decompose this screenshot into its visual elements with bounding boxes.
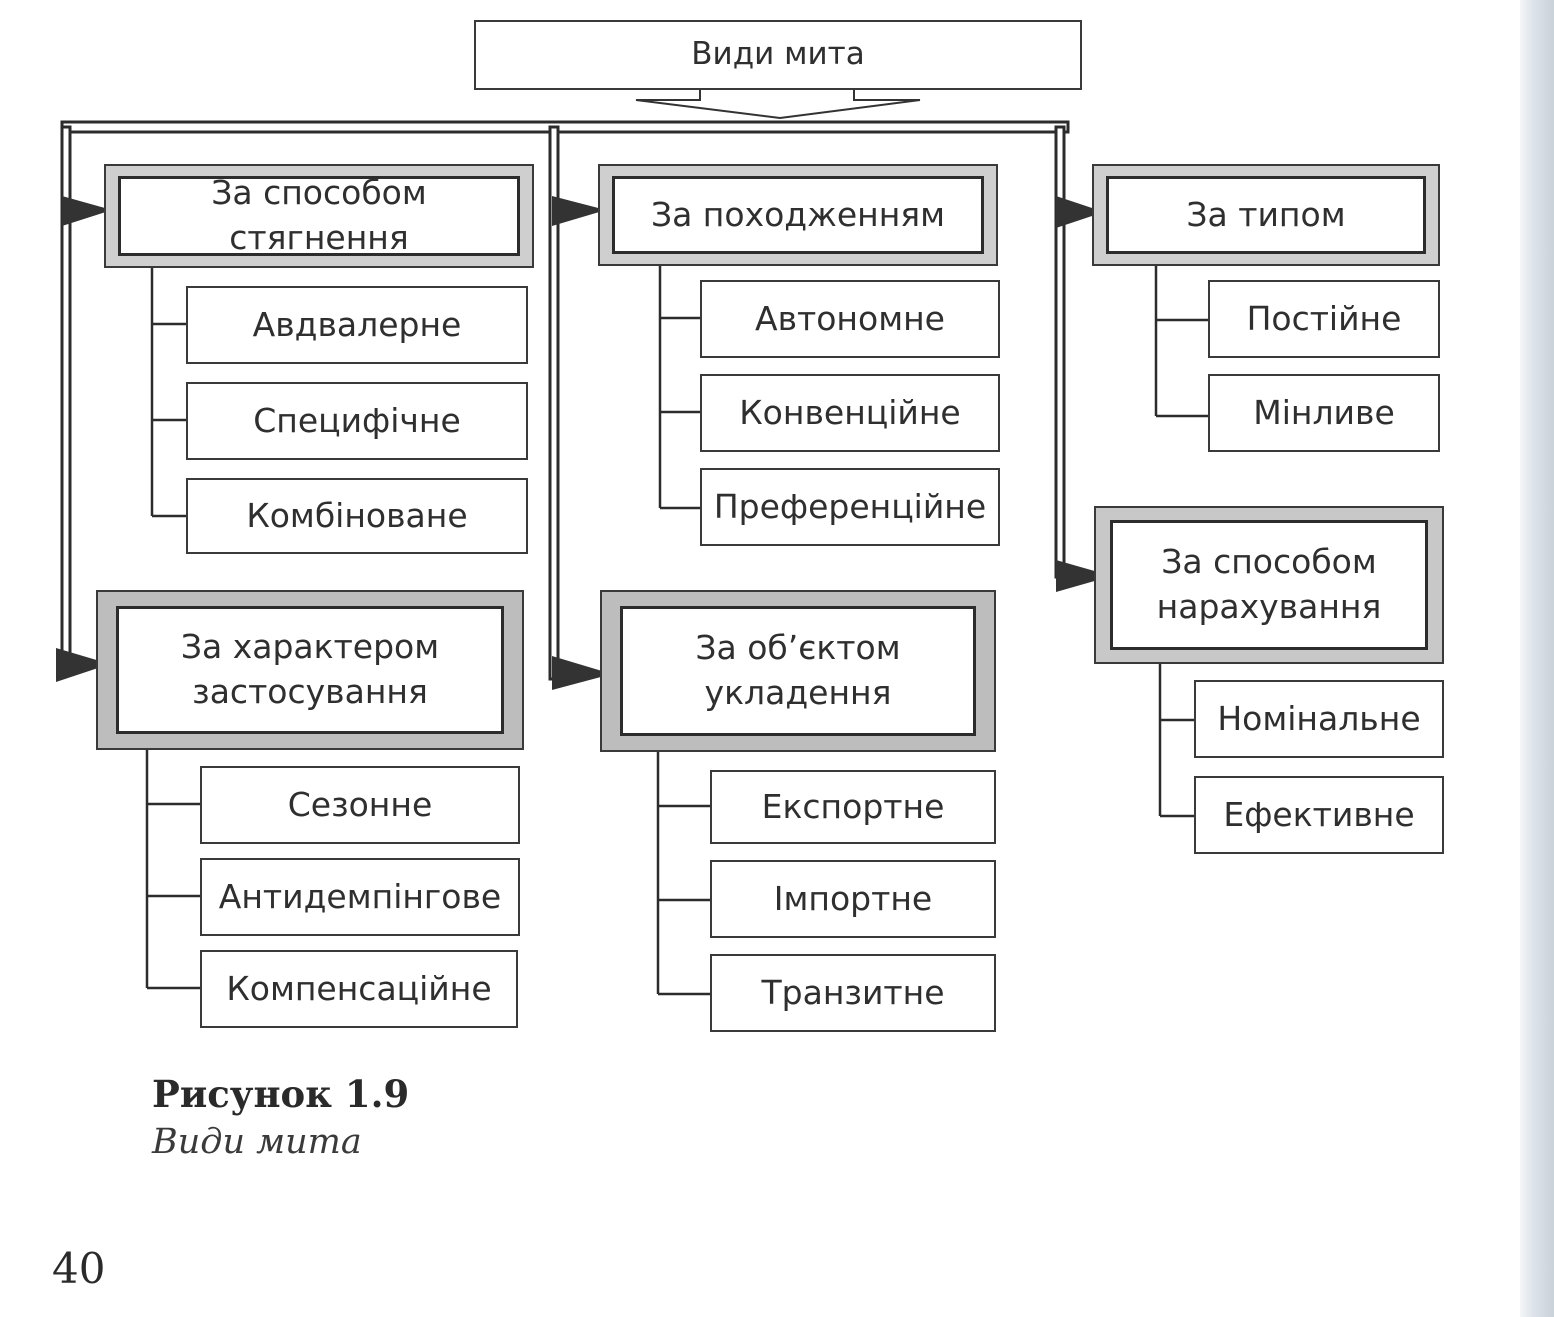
item-import: Імпортне [710, 860, 996, 938]
item-label: Комбіноване [246, 495, 468, 535]
category-by-application: За характером застосування [96, 590, 524, 750]
arrowhead-cat-6 [1056, 560, 1112, 592]
arrowhead-cat-4 [552, 656, 612, 690]
item-label: Автономне [755, 298, 945, 338]
branch-right [1054, 125, 1066, 579]
item-advalorem: Авдвалерне [186, 286, 528, 364]
item-compensatory: Компенсаційне [200, 950, 518, 1028]
item-label: Компенсаційне [226, 968, 492, 1008]
item-transit: Транзитне [710, 954, 996, 1032]
category-label: За способом стягнення [211, 173, 427, 257]
category-by-accrual-method: За способом нарахування [1094, 506, 1444, 664]
tree-cat-1 [150, 266, 186, 518]
tree-cat-6 [1158, 662, 1194, 818]
page-number: 40 [52, 1244, 106, 1293]
item-label: Преференційне [713, 486, 987, 526]
item-label: Антидемпінгове [218, 876, 502, 916]
item-label: Номінальне [1217, 698, 1421, 738]
item-export: Експортне [710, 770, 996, 844]
arrowhead-cat-5 [1056, 196, 1104, 228]
page-edge-shadow [1520, 0, 1554, 1317]
item-combined: Комбіноване [186, 478, 528, 554]
item-label: Транзитне [761, 972, 945, 1012]
category-by-object: За об’єктом укладення [600, 590, 996, 752]
category-by-type: За типом [1092, 164, 1440, 266]
item-label: Сезонне [287, 784, 433, 824]
arrowhead-cat-2 [56, 648, 110, 682]
item-label: Конвенційне [739, 392, 961, 432]
item-label: Специфічне [253, 400, 461, 440]
item-label: Постійне [1246, 298, 1402, 338]
item-autonomous: Автономне [700, 280, 1000, 358]
category-label: За способом нарахування [1156, 542, 1382, 626]
tree-cat-2 [145, 748, 200, 990]
category-label: За характером застосування [180, 627, 440, 711]
arrowhead-cat-1 [62, 196, 112, 226]
item-label: Ефективне [1223, 794, 1415, 834]
item-label: Експортне [761, 786, 945, 826]
item-label: Імпортне [773, 878, 933, 918]
tree-cat-3 [658, 264, 700, 510]
category-label: За походженням [650, 194, 946, 234]
item-seasonal: Сезонне [200, 766, 520, 844]
arrowhead-cat-3 [552, 196, 606, 226]
category-label: За типом [1186, 194, 1346, 234]
figure-title: Види мита [152, 1122, 362, 1162]
item-label: Авдвалерне [252, 304, 462, 344]
tree-cat-4 [656, 752, 710, 996]
item-specific: Специфічне [186, 382, 528, 460]
root-node: Види мита [474, 20, 1082, 90]
figure-number: Рисунок 1.9 [152, 1072, 410, 1116]
category-by-origin: За походженням [598, 164, 998, 266]
item-antidumping: Антидемпінгове [200, 858, 520, 936]
category-label: За об’єктом укладення [695, 628, 901, 712]
main-bus [60, 120, 1070, 134]
item-preferential: Преференційне [700, 468, 1000, 546]
category-by-collection-method: За способом стягнення [104, 164, 534, 268]
item-permanent: Постійне [1208, 280, 1440, 358]
item-effective: Ефективне [1194, 776, 1444, 854]
item-variable: Мінливе [1208, 374, 1440, 452]
root-label: Види мита [691, 36, 865, 73]
tree-cat-5 [1154, 264, 1208, 418]
item-label: Мінливе [1253, 392, 1395, 432]
item-nominal: Номінальне [1194, 680, 1444, 758]
item-conventional: Конвенційне [700, 374, 1000, 452]
root-arrow [635, 87, 921, 120]
